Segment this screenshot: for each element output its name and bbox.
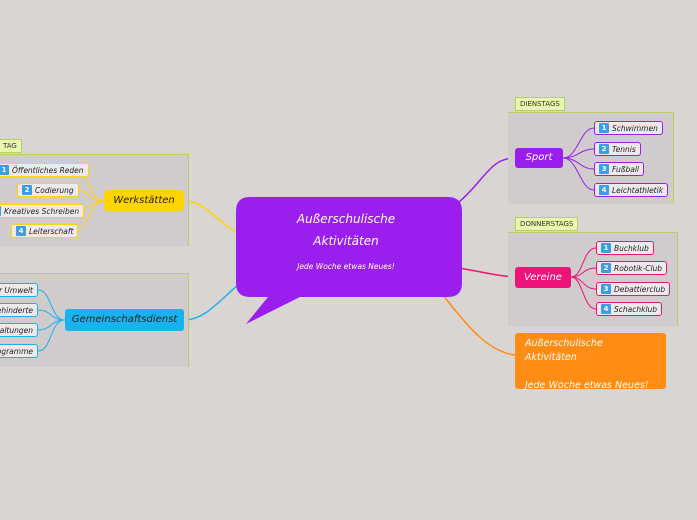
number-badge-icon: 3 [599,164,609,174]
vereine-day-tag: DONNERSTAGS [515,217,579,231]
info-node[interactable]: Außerschulische Aktivitäten Jede Woche e… [515,333,666,391]
central-title-line2: Aktivitäten [313,234,379,248]
number-badge-icon: 1 [601,243,611,253]
info-line2: Jede Woche etwas Neues! [525,380,649,391]
connector-central-gemeinschaft [183,284,239,321]
leaf-label: Schachklub [614,304,658,314]
leaf-label: Leiterschaft [29,226,74,236]
number-badge-icon: 4 [16,226,26,236]
number-badge-icon: 1 [0,165,9,175]
central-bubble-shape [236,197,462,324]
leaf-label: Debattierclub [614,284,666,294]
connector-central-werkstaetten [183,200,237,233]
leaf-label: Buchklub [614,243,649,253]
number-badge-icon: 4 [599,185,609,195]
werkstaetten-node[interactable]: Werkstätten [104,190,184,211]
number-badge-icon: 2 [22,185,32,195]
number-badge-icon: 2 [601,263,611,273]
leaf-label: ogramme [0,346,33,356]
number-badge-icon: 1 [599,123,609,133]
gemeinschaft-leaf-3[interactable]: altungen [0,323,38,337]
gemeinschaft-leaf-1[interactable]: r Umwelt [0,283,38,297]
number-badge-icon: 4 [601,304,611,314]
gemeinschaft-leaf-4[interactable]: ogramme [0,344,38,358]
number-badge-icon: 3 [601,284,611,294]
leaf-label: Codierung [35,185,74,195]
leaf-label: ehinderte [0,305,33,315]
connector-central-vereine [457,267,516,278]
leaf-label: Fußball [612,164,640,174]
leaf-label: Öffentliches Reden [12,165,84,175]
leaf-label: altungen [0,325,33,335]
connector-central-info [442,294,516,356]
gemeinschaft-node[interactable]: Gemeinschaftsdienst [65,309,184,331]
leaf-label: r Umwelt [0,285,33,295]
sport-day-tag: DIENSTAGS [515,97,565,111]
central-topic[interactable]: Außerschulische Aktivitäten Jede Woche e… [240,210,452,271]
connector-central-sport [457,157,516,204]
central-title-line1: Außerschulische [296,212,396,226]
leaf-label: Tennis [612,144,636,154]
gemeinschaft-leaf-2[interactable]: ehinderte [0,303,38,317]
number-badge-icon: 2 [599,144,609,154]
info-line1: Außerschulische Aktivitäten [525,338,603,363]
number-badge-icon: 3 [0,206,1,216]
werkstaetten-leaf-3[interactable]: 3Kreatives Schreiben [0,204,85,218]
leaf-label: Schwimmen [612,123,658,133]
central-subtitle: Jede Woche etwas Neues! [297,262,395,271]
vereine-node[interactable]: Vereine [515,267,571,288]
sport-node[interactable]: Sport [515,148,563,168]
leaf-label: Kreatives Schreiben [4,206,80,216]
werkstaetten-day-tag: TAG [0,139,22,153]
leaf-label: Leichtathletik [612,185,664,195]
leaf-label: Robotik-Club [614,263,663,273]
